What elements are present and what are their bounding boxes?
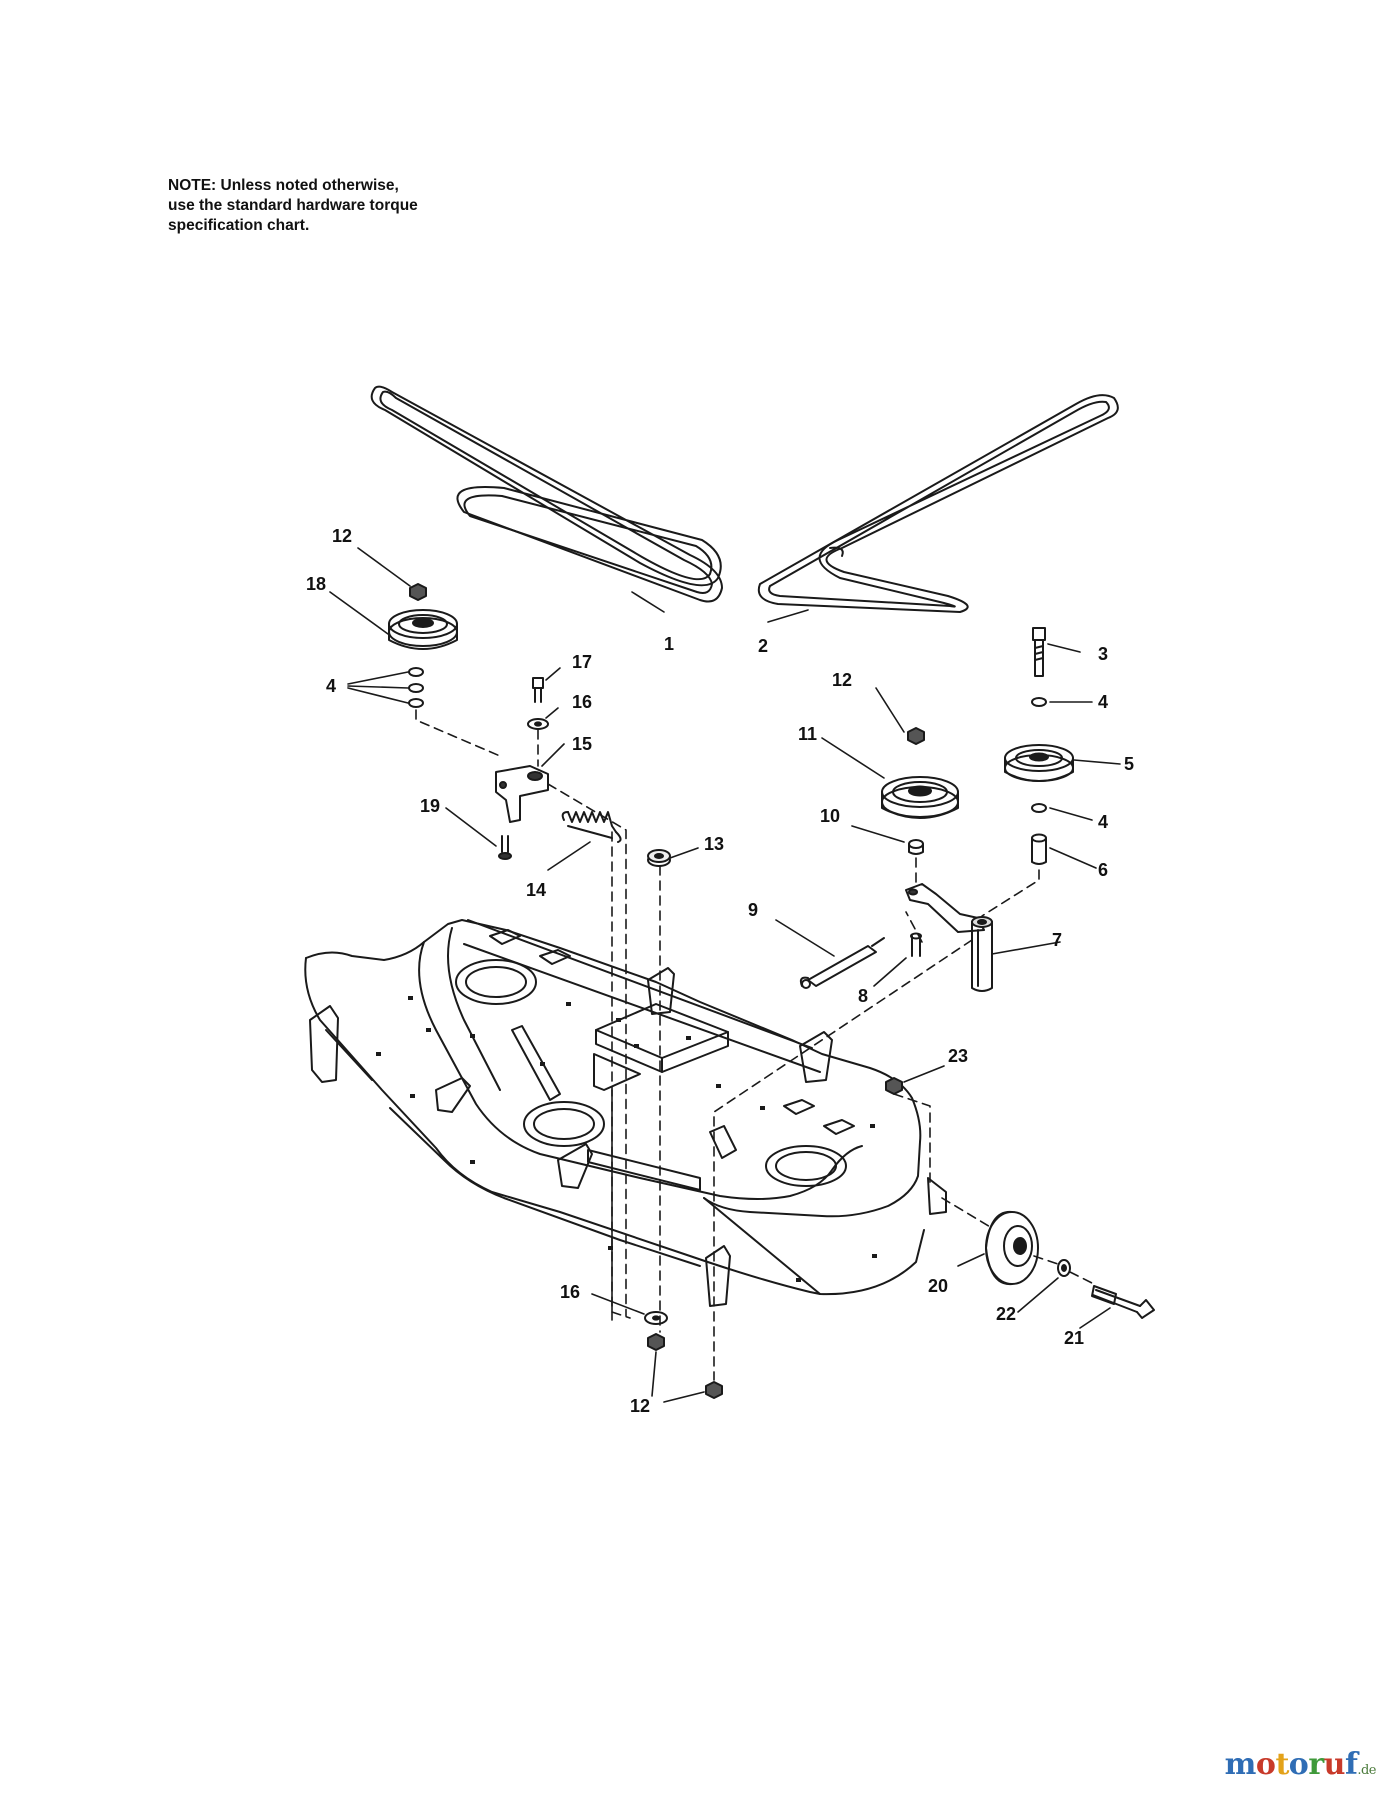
bushing-13 <box>647 849 671 867</box>
watermark-letter: m <box>1224 1747 1257 1782</box>
callout-7: 7 <box>1052 930 1062 950</box>
callout-14: 14 <box>526 880 546 900</box>
callout-16-top: 16 <box>572 692 592 712</box>
callout-23: 23 <box>948 1046 968 1066</box>
callout-labels: 1 2 3 4 4 4 5 6 7 8 9 10 11 12 12 12 12 … <box>306 526 1134 1416</box>
watermark-letter: o <box>1288 1747 1309 1782</box>
spring-14 <box>561 811 622 843</box>
watermark-letter: u <box>1323 1747 1346 1782</box>
callout-4-right-top: 4 <box>1098 692 1108 712</box>
washer-16-bottom <box>644 1311 668 1325</box>
nut-12-bottom-right <box>705 1381 723 1399</box>
gauge-wheel-20 <box>985 1210 1039 1286</box>
callout-20: 20 <box>928 1276 948 1296</box>
spacer-10 <box>908 839 924 855</box>
callout-1: 1 <box>664 634 674 654</box>
washer-22 <box>1057 1259 1071 1277</box>
nut-23 <box>885 1077 903 1095</box>
watermark-letter: t <box>1275 1747 1289 1782</box>
callout-18: 18 <box>306 574 326 594</box>
bolt-3 <box>1032 627 1046 677</box>
nut-12-top-left <box>409 583 427 601</box>
watermark-letter: o <box>1255 1747 1276 1782</box>
watermark-letter: r <box>1308 1747 1324 1782</box>
callout-11: 11 <box>798 724 817 744</box>
callout-16-bottom: 16 <box>560 1282 580 1302</box>
callout-17: 17 <box>572 652 592 672</box>
callout-15: 15 <box>572 734 592 754</box>
idler-arm-bracket <box>495 765 549 823</box>
torque-note: NOTE: Unless noted otherwise, use the st… <box>168 176 488 236</box>
idler-pulley-left <box>388 609 458 650</box>
callout-21: 21 <box>1064 1328 1084 1348</box>
callout-12-bottom-center: 12 <box>630 1396 650 1416</box>
spring-9 <box>799 937 885 989</box>
nut-12-right <box>907 727 925 745</box>
callout-3: 3 <box>1098 644 1108 664</box>
callout-5: 5 <box>1124 754 1134 774</box>
bolt-19 <box>498 835 512 860</box>
bolt-17 <box>532 677 544 703</box>
leader-lines <box>329 547 1121 1403</box>
idler-pulley-11 <box>881 776 959 819</box>
callout-8: 8 <box>858 986 868 1006</box>
assembly-lines <box>415 709 1095 1381</box>
washer-4-right-top <box>1031 697 1047 707</box>
belt-left <box>370 385 723 603</box>
note-line: specification chart. <box>168 217 310 234</box>
callout-19: 19 <box>420 796 440 816</box>
callout-13: 13 <box>704 834 724 854</box>
idler-pulley-5 <box>1004 744 1074 782</box>
motoruf-watermark-logo: motoruf.de <box>1224 1747 1377 1782</box>
note-line: NOTE: Unless noted otherwise, <box>168 177 399 194</box>
callout-4-left: 4 <box>326 676 336 696</box>
callout-12-top-left: 12 <box>332 526 352 546</box>
callout-12-right: 12 <box>832 670 852 690</box>
callout-10: 10 <box>820 806 840 826</box>
callout-6: 6 <box>1098 860 1108 880</box>
watermark-letter: f <box>1344 1747 1358 1782</box>
callout-22: 22 <box>996 1304 1016 1324</box>
callout-2: 2 <box>758 636 768 656</box>
note-line: use the standard hardware torque <box>168 197 418 214</box>
washer-16-top <box>527 718 549 730</box>
washers-4-left <box>408 667 424 708</box>
washer-4-right-bottom <box>1031 803 1047 813</box>
callout-4-right-bottom: 4 <box>1098 812 1108 832</box>
callout-9: 9 <box>748 900 758 920</box>
belt-right <box>757 394 1119 613</box>
mower-deck-housing <box>304 919 947 1307</box>
pivot-tube-7 <box>971 916 993 992</box>
spacer-6 <box>1031 833 1047 865</box>
axle-bolt-21 <box>1091 1285 1155 1319</box>
nut-12-bottom-center <box>647 1333 665 1351</box>
watermark-tld: .de <box>1357 1763 1376 1778</box>
